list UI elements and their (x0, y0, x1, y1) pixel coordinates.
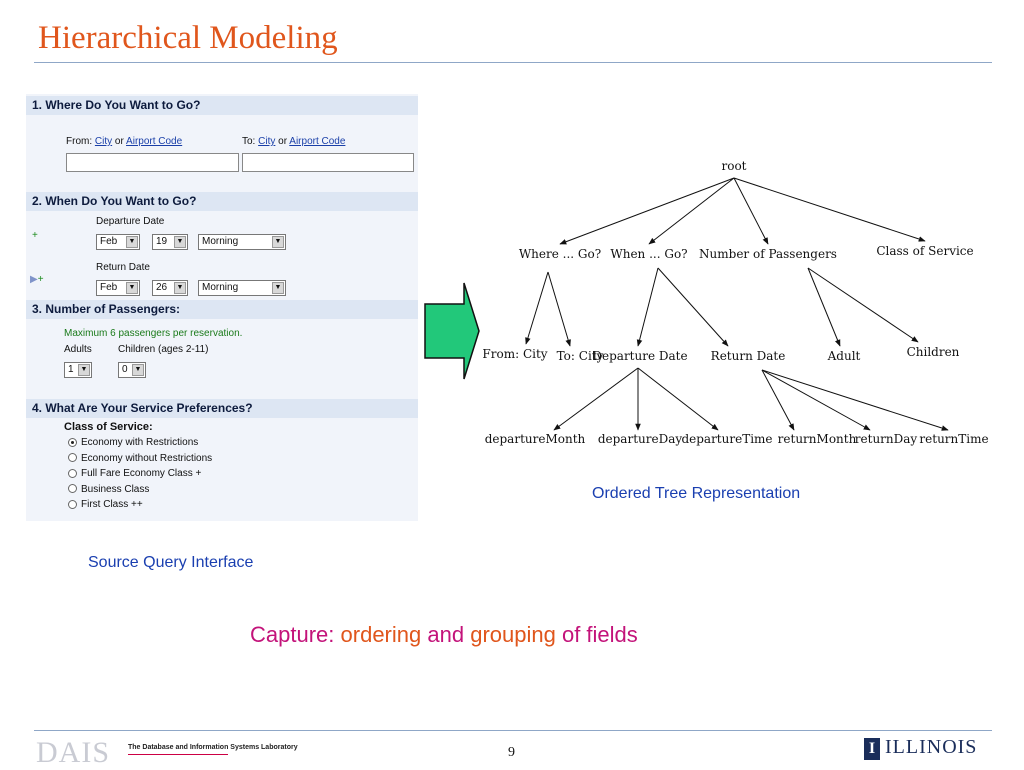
tree-edge (525, 271, 549, 345)
right-arrow-icon (424, 282, 480, 380)
dais-underline (128, 754, 228, 755)
tree-edge (807, 267, 919, 343)
tree-edge (761, 369, 949, 431)
tree-edge (761, 369, 871, 431)
radio-icon[interactable] (68, 499, 77, 509)
tree-edge (807, 267, 841, 347)
capture-statement: Capture: ordering and grouping of fields (250, 622, 638, 647)
departure-time-select[interactable]: Morning▼ (198, 234, 286, 250)
class-option-label: Business Class (81, 483, 150, 495)
tree-node: Where ... Go? (519, 247, 601, 261)
tree-node: departureTime (681, 432, 772, 446)
section-when: 2. When Do You Want to Go? (26, 192, 418, 211)
chevron-down-icon: ▼ (78, 364, 90, 376)
class-option[interactable]: Business Class (68, 484, 149, 495)
class-option[interactable]: Economy with Restrictions (68, 437, 198, 448)
tree-node: returnTime (919, 432, 988, 446)
to-city-link[interactable]: City (258, 136, 276, 147)
return-label: Return Date (96, 262, 150, 273)
class-option-label: Economy with Restrictions (81, 437, 199, 448)
chevron-down-icon: ▼ (272, 282, 284, 294)
tree-edge (559, 177, 735, 245)
from-label: From: City or Airport Code (66, 136, 183, 147)
triangle-right-icon: ▶ (30, 274, 38, 285)
class-option[interactable]: Full Fare Economy Class + (68, 468, 201, 479)
departure-plus[interactable]: + (32, 230, 38, 241)
max-passengers-note: Maximum 6 passengers per reservation. (64, 328, 243, 339)
dais-subtitle: The Database and Information Systems Lab… (128, 744, 298, 751)
to-label: To: City or Airport Code (242, 136, 346, 147)
tree-edge (637, 367, 719, 431)
radio-icon[interactable] (68, 453, 77, 463)
return-month-select[interactable]: Feb▼ (96, 280, 140, 296)
to-airport-link[interactable]: Airport Code (289, 136, 346, 147)
class-option-label: Economy without Restrictions (81, 452, 213, 464)
section-where: 1. Where Do You Want to Go? (26, 96, 418, 115)
from-airport-link[interactable]: Airport Code (126, 136, 183, 147)
slide-title: Hierarchical Modeling (38, 20, 338, 56)
radio-icon[interactable] (68, 484, 77, 494)
section-service: 4. What Are Your Service Preferences? (26, 399, 418, 418)
tree-edge (547, 271, 571, 347)
source-caption: Source Query Interface (88, 554, 254, 571)
return-time-select[interactable]: Morning▼ (198, 280, 286, 296)
tree-node-root: root (721, 159, 746, 173)
illinois-i-logo: I (864, 738, 880, 760)
page-number: 9 (508, 745, 515, 760)
tree-edge (761, 369, 795, 431)
class-option[interactable]: Economy without Restrictions (68, 453, 212, 464)
tree-node: Return Date (711, 349, 786, 363)
section-passengers: 3. Number of Passengers: (26, 300, 418, 319)
tree-edge (648, 177, 735, 245)
adults-label: Adults (64, 344, 92, 355)
class-option-label: Full Fare Economy Class + (81, 468, 202, 479)
from-input[interactable] (66, 153, 239, 172)
tree-edge (636, 267, 659, 347)
class-option-label: First Class ++ (81, 499, 143, 510)
adults-select[interactable]: 1▼ (64, 362, 92, 378)
tree-node: Children (907, 345, 960, 359)
radio-icon[interactable] (68, 437, 77, 447)
return-expand[interactable]: ▶+ (30, 274, 44, 285)
chevron-down-icon: ▼ (272, 236, 284, 248)
tree-node: Number of Passengers (699, 247, 837, 261)
to-input[interactable] (242, 153, 414, 172)
chevron-down-icon: ▼ (126, 282, 138, 294)
tree-node: From: City (482, 347, 547, 361)
tree-edge (553, 367, 639, 431)
query-form: 1. Where Do You Want to Go? From: City o… (26, 94, 418, 521)
departure-day-select[interactable]: 19▼ (152, 234, 188, 250)
tree-node: Adult (827, 349, 861, 363)
class-option[interactable]: First Class ++ (68, 499, 143, 510)
return-day-select[interactable]: 26▼ (152, 280, 188, 296)
dais-logo: DAIS (36, 736, 111, 769)
children-select[interactable]: 0▼ (118, 362, 146, 378)
departure-month-select[interactable]: Feb▼ (96, 234, 140, 250)
chevron-down-icon: ▼ (174, 282, 186, 294)
tree-node: departureMonth (485, 432, 586, 446)
chevron-down-icon: ▼ (126, 236, 138, 248)
children-label: Children (ages 2-11) (118, 344, 209, 355)
chevron-down-icon: ▼ (132, 364, 144, 376)
radio-icon[interactable] (68, 468, 77, 478)
tree-edge (733, 177, 926, 242)
tree-node: Class of Service (876, 244, 973, 258)
illinois-wordmark: ILLINOIS (885, 736, 978, 758)
tree-edge (657, 267, 729, 347)
tree-node: departureDay (598, 432, 683, 446)
tree-caption: Ordered Tree Representation (592, 485, 801, 502)
tree-node: When ... Go? (610, 247, 687, 261)
class-label: Class of Service: (64, 421, 153, 433)
from-city-link[interactable]: City (94, 136, 113, 147)
footer-divider (34, 730, 992, 731)
tree-edge (733, 177, 769, 245)
tree-node: Departure Date (592, 349, 687, 363)
tree-node: returnMonth (778, 432, 857, 446)
title-divider (34, 62, 992, 63)
tree-node: returnDay (855, 432, 918, 446)
tree-node: To: City (557, 349, 604, 363)
departure-label: Departure Date (96, 216, 165, 227)
chevron-down-icon: ▼ (174, 236, 186, 248)
